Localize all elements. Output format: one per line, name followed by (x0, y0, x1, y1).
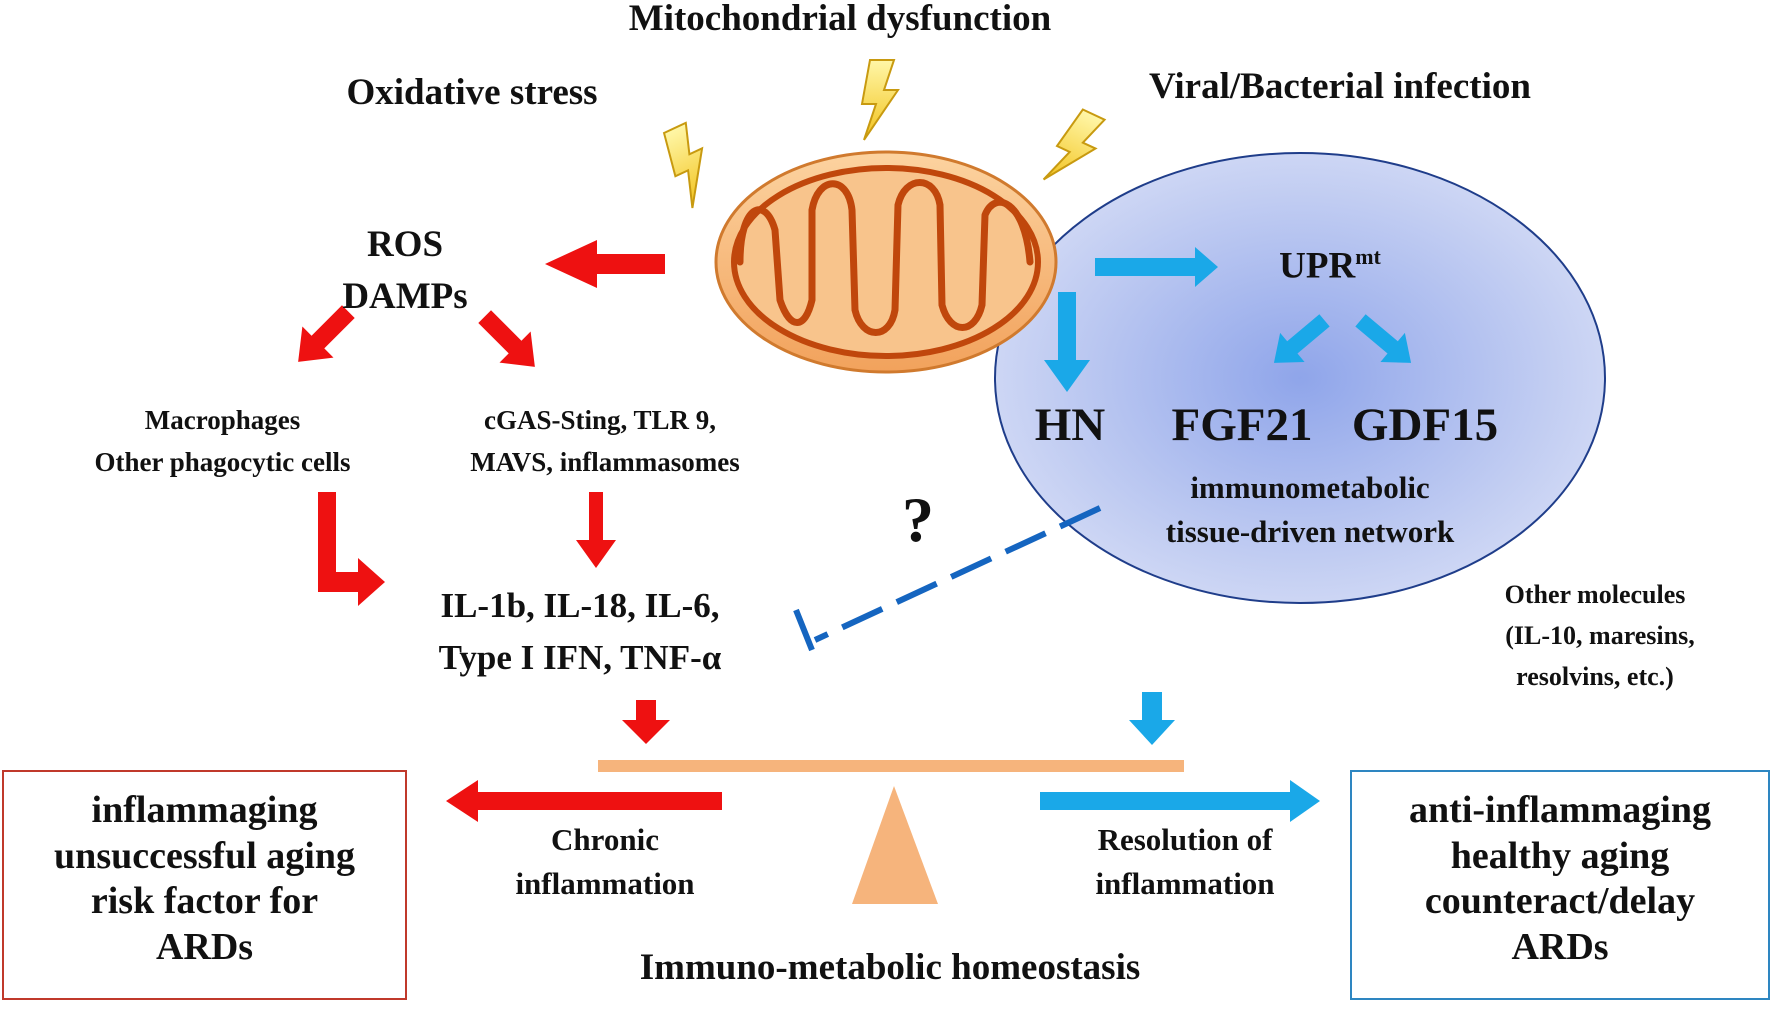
left-box-line4: ARDs (155, 925, 254, 968)
other-molecules-line3: resolvins, etc.) (1516, 662, 1674, 691)
cytokines-line2: Type I IFN, TNF-α (438, 638, 722, 677)
network-line2: tissue-driven network (1165, 514, 1455, 549)
arrow-mito-to-upr (1095, 247, 1218, 287)
lightning-bolt-icon-top (860, 59, 900, 141)
arrow-other-molecules-to-seesaw (1129, 692, 1175, 745)
arrow-mito-to-ros (545, 240, 665, 288)
inflammation-label-left: inflammation (515, 866, 695, 901)
arrow-cytokines-to-seesaw (622, 700, 670, 744)
gdf15-label: GDF15 (1351, 399, 1499, 451)
sensors-label-line2: MAVS, inflammasomes (470, 447, 740, 477)
left-box-line2: unsuccessful aging (54, 834, 355, 877)
sensors-label-line1: cGAS-Sting, TLR 9, (483, 405, 717, 435)
arrow-resolution-of-inflammation (1040, 780, 1320, 822)
arrow-ros-to-macrophages (298, 305, 355, 362)
macrophages-label: Macrophages (144, 405, 301, 435)
upr-mt-label: UPRmt (1250, 244, 1410, 288)
cytokines-line1: IL-1b, IL-18, IL-6, (440, 586, 720, 625)
network-line1: immunometabolic (1190, 470, 1430, 505)
arrow-sensors-to-cytokines (576, 492, 616, 568)
seesaw-beam (598, 760, 1184, 772)
other-molecules-line1: Other molecules (1504, 580, 1686, 609)
arrow-macrophages-to-cytokines (318, 492, 385, 606)
arrow-upr-to-fgf21 (1273, 314, 1330, 363)
left-box-line1: inflammaging (91, 789, 318, 831)
lightning-bolt-icon-right (1042, 108, 1107, 181)
outcome-box-inflammaging: inflammaging unsuccessful aging risk fac… (2, 770, 407, 1000)
arrow-damps-to-sensors (478, 310, 535, 367)
chronic-label: Chronic (551, 822, 659, 857)
inhibition-bar (793, 608, 815, 652)
lightning-bolt-icon-left (662, 121, 704, 209)
resolution-label: Resolution of (1097, 822, 1273, 857)
other-molecules-line2: (IL-10, maresins, (1505, 621, 1695, 650)
seesaw-fulcrum (852, 786, 938, 904)
trigger-oxidative-stress: Oxidative stress (346, 72, 598, 113)
red-arrows (545, 240, 665, 288)
upr-superscript: mt (1355, 244, 1381, 269)
ros-label: ROS (366, 224, 444, 265)
right-box-line3: counteract/delay (1424, 880, 1696, 923)
outcome-box-anti-inflammaging: anti-inflammaging healthy aging countera… (1350, 770, 1770, 1000)
phagocytic-cells-label: Other phagocytic cells (94, 447, 351, 477)
homeostasis-label: Immuno-metabolic homeostasis (639, 947, 1141, 988)
right-box-line2: healthy aging (1450, 834, 1670, 877)
damps-label: DAMPs (342, 276, 468, 317)
trigger-viral-bacterial-infection: Viral/Bacterial infection (1149, 66, 1531, 107)
question-mark: ? (902, 484, 934, 555)
fgf21-label: FGF21 (1171, 399, 1313, 451)
arrow-chronic-inflammation (446, 780, 722, 822)
upr-base: UPR (1279, 245, 1356, 287)
right-box-line4: ARDs (1511, 925, 1609, 968)
arrow-to-hn (1044, 292, 1090, 392)
inhibition-dashed-line (813, 505, 1102, 643)
left-box-line3: risk factor for (90, 880, 319, 923)
right-box-line1: anti-inflammaging (1409, 789, 1711, 831)
inflammation-label-right: inflammation (1095, 866, 1275, 901)
arrow-upr-to-gdf15 (1355, 314, 1412, 363)
trigger-mitochondrial-dysfunction: Mitochondrial dysfunction (628, 0, 1052, 39)
mitochondrion-icon (714, 150, 1058, 374)
hn-label: HN (1034, 399, 1106, 451)
